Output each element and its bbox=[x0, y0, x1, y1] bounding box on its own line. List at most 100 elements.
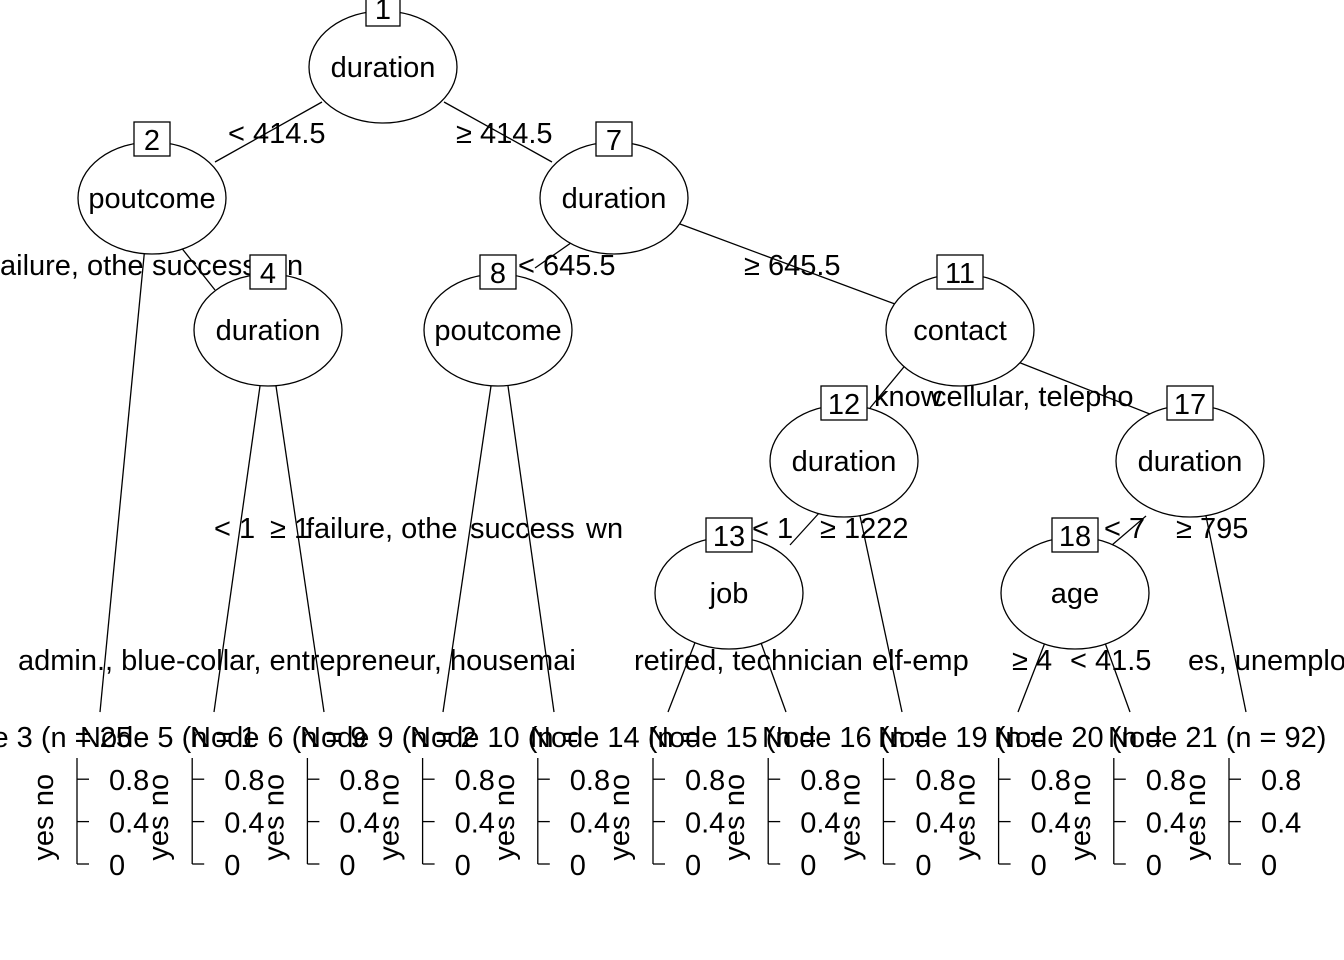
edge-label: ≥ 645.5 bbox=[744, 250, 841, 282]
panel-tick-label: 0.4 bbox=[109, 808, 149, 840]
panel-tick-label: 0.8 bbox=[570, 765, 610, 797]
edge-label: retired, technician bbox=[634, 645, 863, 677]
terminal-node-label: Node 21 (n = 92) bbox=[1108, 722, 1326, 754]
edge-label: know bbox=[874, 381, 943, 413]
inner-nodes: duration 1 poutcome 2 duration 4 duratio… bbox=[77, 0, 1265, 650]
edge-2-3 bbox=[99, 245, 146, 713]
terminal-node-label: Node 19 (n = bbox=[878, 722, 1046, 754]
terminal-node-label: Node 10 (n = bbox=[410, 722, 578, 754]
panel-category-label: yes bbox=[374, 815, 406, 860]
panel-tick-label: 0.4 bbox=[339, 808, 379, 840]
edge-17-18 bbox=[1111, 515, 1147, 546]
edge-label: ≥ 1 bbox=[270, 513, 310, 545]
node-id-box bbox=[479, 254, 517, 290]
panel-tick-label: 0 bbox=[455, 850, 471, 882]
inner-node-17[interactable]: duration 17 bbox=[1115, 385, 1265, 518]
panel-category-label: no bbox=[950, 774, 982, 806]
edge-13-14 bbox=[667, 639, 697, 713]
node-variable: job bbox=[709, 578, 749, 610]
edge-label: ≥ 1222 bbox=[820, 513, 909, 545]
node-id-box bbox=[365, 0, 401, 27]
edge-17-21 bbox=[1205, 515, 1247, 713]
inner-node-8[interactable]: poutcome 8 bbox=[423, 254, 573, 387]
edge-label: admin., blue-collar, entrepreneur, house… bbox=[18, 645, 576, 677]
edge-label: < 7 bbox=[1104, 513, 1145, 545]
node-variable: duration bbox=[562, 183, 667, 215]
panel-category-label: no bbox=[604, 774, 636, 806]
node-id-box bbox=[820, 385, 868, 421]
edge-label: < 41.5 bbox=[1070, 645, 1151, 677]
inner-node-7[interactable]: duration 7 bbox=[539, 121, 689, 255]
panel-tick-label: 0.8 bbox=[1261, 765, 1301, 797]
panel-category-label: yes bbox=[834, 815, 866, 860]
inner-node-11[interactable]: contact 11 bbox=[885, 254, 1035, 387]
terminal-node-label: Node 16 (n = bbox=[762, 722, 930, 754]
panel-category-label: yes bbox=[258, 815, 290, 860]
panel-category-label: no bbox=[489, 774, 521, 806]
panel-category-label: yes bbox=[28, 815, 60, 860]
inner-node-1[interactable]: duration 1 bbox=[308, 0, 458, 124]
panel-tick-label: 0 bbox=[915, 850, 931, 882]
edge-11-17 bbox=[1017, 361, 1161, 419]
panel-tick-label: 0.4 bbox=[224, 808, 264, 840]
panel-tick-label: 0 bbox=[339, 850, 355, 882]
panel-category-label: yes bbox=[1065, 815, 1097, 860]
panel-category-label: no bbox=[374, 774, 406, 806]
panel-tick-label: 0.4 bbox=[570, 808, 610, 840]
node-id-box bbox=[936, 254, 984, 290]
panel-tick-label: 0 bbox=[1146, 850, 1162, 882]
panel-tick-label: 0.8 bbox=[224, 765, 264, 797]
inner-node-18[interactable]: age 18 bbox=[1000, 517, 1150, 650]
edge-label: < 414.5 bbox=[228, 118, 326, 150]
node-variable: duration bbox=[792, 446, 897, 478]
edge-18-19 bbox=[1017, 639, 1047, 713]
edge-12-13 bbox=[789, 511, 821, 546]
node-id-box bbox=[1166, 385, 1214, 421]
node-variable: duration bbox=[1138, 446, 1243, 478]
inner-node-12[interactable]: duration 12 bbox=[769, 385, 919, 518]
panel-tick-label: 0.8 bbox=[800, 765, 840, 797]
panel-category-label: no bbox=[143, 774, 175, 806]
terminal-panels: 0.80.40noyes0.80.40noyes0.80.40noyes0.80… bbox=[28, 758, 1301, 882]
node-variable: poutcome bbox=[434, 315, 561, 347]
inner-node-4[interactable]: duration 4 bbox=[193, 254, 343, 387]
node-id: 11 bbox=[945, 258, 975, 290]
node-id-box bbox=[1051, 517, 1099, 553]
panel-tick-label: 0 bbox=[800, 850, 816, 882]
panel-category-label: no bbox=[1065, 774, 1097, 806]
inner-node-2[interactable]: poutcome 2 bbox=[77, 121, 227, 255]
panel-tick-label: 0.4 bbox=[1261, 808, 1301, 840]
node-variable: contact bbox=[913, 315, 1007, 347]
node-id-box bbox=[249, 254, 287, 290]
edge-18-20 bbox=[1103, 639, 1131, 713]
edge-label: elf-emp bbox=[872, 645, 969, 677]
edge-label: success bbox=[152, 250, 257, 282]
node-id: 18 bbox=[1059, 521, 1091, 553]
panel-tick-label: 0.4 bbox=[800, 808, 840, 840]
node-id: 17 bbox=[1174, 389, 1206, 421]
node-variable: poutcome bbox=[88, 183, 215, 215]
edge-label: < 1 bbox=[752, 513, 793, 545]
panel-tick-label: 0 bbox=[109, 850, 125, 882]
node-id: 7 bbox=[606, 125, 622, 157]
terminal-node-label: Node 20 (n = bbox=[994, 722, 1162, 754]
panel-category-label: yes bbox=[719, 815, 751, 860]
edge-label: es, unemploy bbox=[1188, 645, 1344, 677]
node-id-box bbox=[595, 121, 633, 157]
edge-label: ailure, othe bbox=[0, 250, 144, 282]
node-variable: duration bbox=[216, 315, 321, 347]
terminal-node-label: Node 6 (n = 9 bbox=[190, 722, 367, 754]
node-variable: duration bbox=[331, 52, 436, 84]
panel-tick-label: 0.8 bbox=[109, 765, 149, 797]
edge-label: success bbox=[470, 513, 575, 545]
edge-7-11 bbox=[679, 223, 896, 305]
node-id: 4 bbox=[260, 258, 276, 290]
inner-node-13[interactable]: job 13 bbox=[654, 517, 804, 650]
